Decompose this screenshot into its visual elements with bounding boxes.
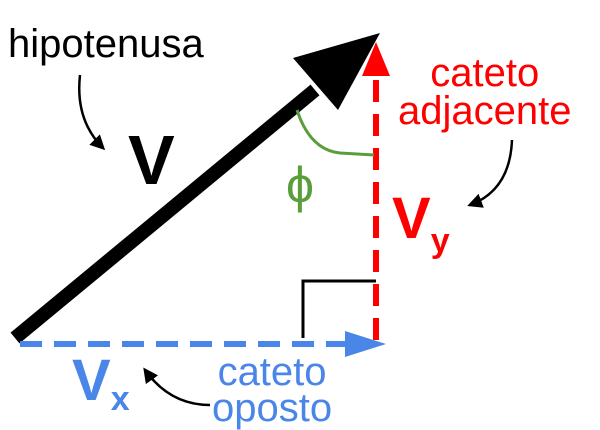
adjacent-leg-line2: adjacente <box>398 89 572 133</box>
vx-subscript: x <box>110 380 130 418</box>
vy-label: Vy <box>392 190 450 259</box>
adjacent-pointer-arrow <box>467 139 514 208</box>
vx-arrowhead <box>345 331 386 357</box>
adjacent-leg-label: cateto adjacente <box>398 51 572 133</box>
opposite-leg-line1: cateto <box>217 350 327 394</box>
angle-arc <box>295 109 375 157</box>
vy-subscript: y <box>430 222 450 260</box>
vector-v-label: V <box>128 121 175 199</box>
vy-main: V <box>392 186 431 251</box>
adjacent-leg-line1: cateto <box>430 51 540 95</box>
vy-arrowhead <box>362 42 390 76</box>
hypotenuse-pointer-arrow <box>78 74 106 151</box>
opposite-leg-line2: oposto <box>212 386 333 430</box>
vx-label: Vx <box>72 352 130 417</box>
vx-main: V <box>72 348 111 413</box>
right-angle-marker <box>301 279 376 338</box>
opposite-leg-label: cateto oposto <box>212 350 333 430</box>
vector-v-arrowhead <box>293 33 380 110</box>
hypotenuse-label: hipotenusa <box>8 22 204 66</box>
opposite-pointer-arrow <box>143 367 211 407</box>
angle-phi-label: ϕ <box>286 157 315 213</box>
vector-v-shaft <box>10 84 320 344</box>
